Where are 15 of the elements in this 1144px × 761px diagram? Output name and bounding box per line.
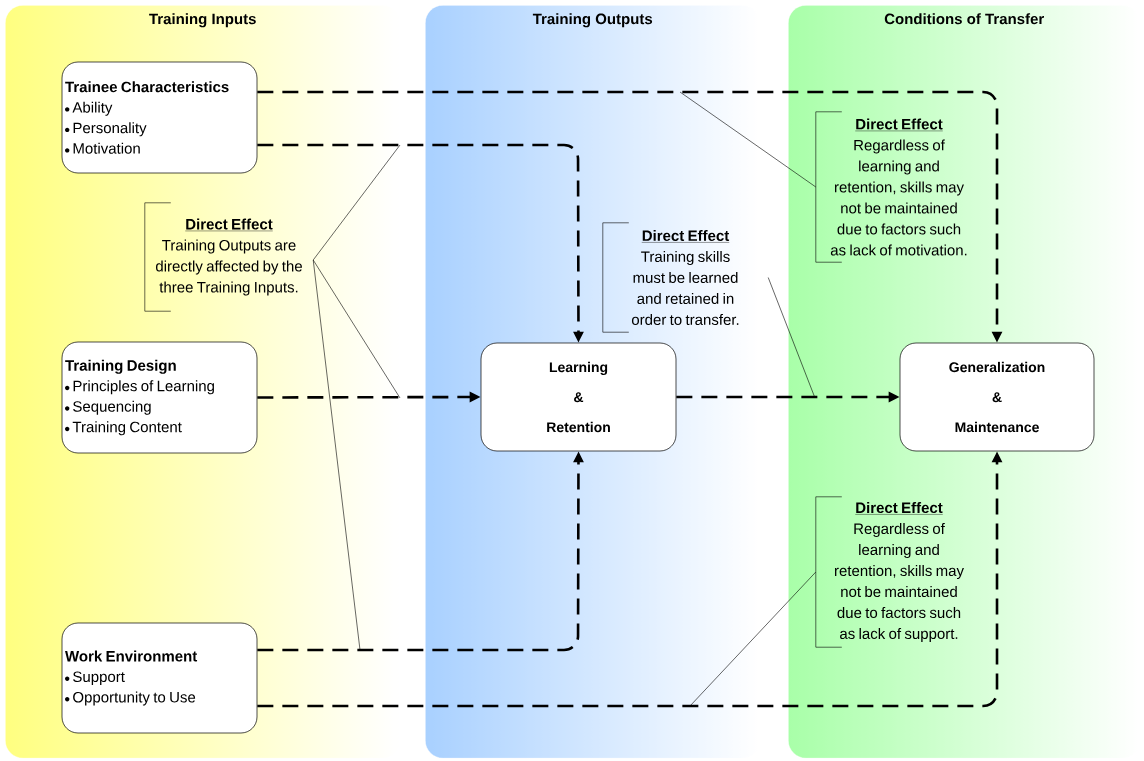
leader-line — [689, 571, 817, 707]
leader-line — [312, 259, 401, 399]
bracket-note: Direct Effect Training skills must be learned and retained in order to transfer. — [602, 222, 739, 333]
leader-line — [312, 259, 361, 651]
leader-line — [312, 144, 401, 261]
outcome-box: Generalization & Maintenance — [899, 342, 1095, 452]
bracket-note: Direct Effect Regardless of learning and retention, skills may not be maintained due to factors such as lack of support. — [815, 496, 964, 648]
input-box: Training Design Principles of Learning Sequencing Training Content — [61, 341, 258, 454]
leader-line — [767, 277, 816, 399]
input-box: Work Environment Support Opportunity to Use — [61, 622, 258, 734]
bracket-note: Direct Effect Regardless of learning and retention, skills may not be maintained due to factors such as lack of motivation. — [815, 111, 967, 263]
input-box: Trainee Characteristics Ability Personality Motivation — [61, 61, 258, 174]
outcome-box: Learning & Retention — [480, 342, 677, 452]
bracket-note: Direct Effect Training Outputs are directly affected by the three Training Inputs. — [144, 202, 302, 312]
leader-line — [679, 91, 817, 188]
